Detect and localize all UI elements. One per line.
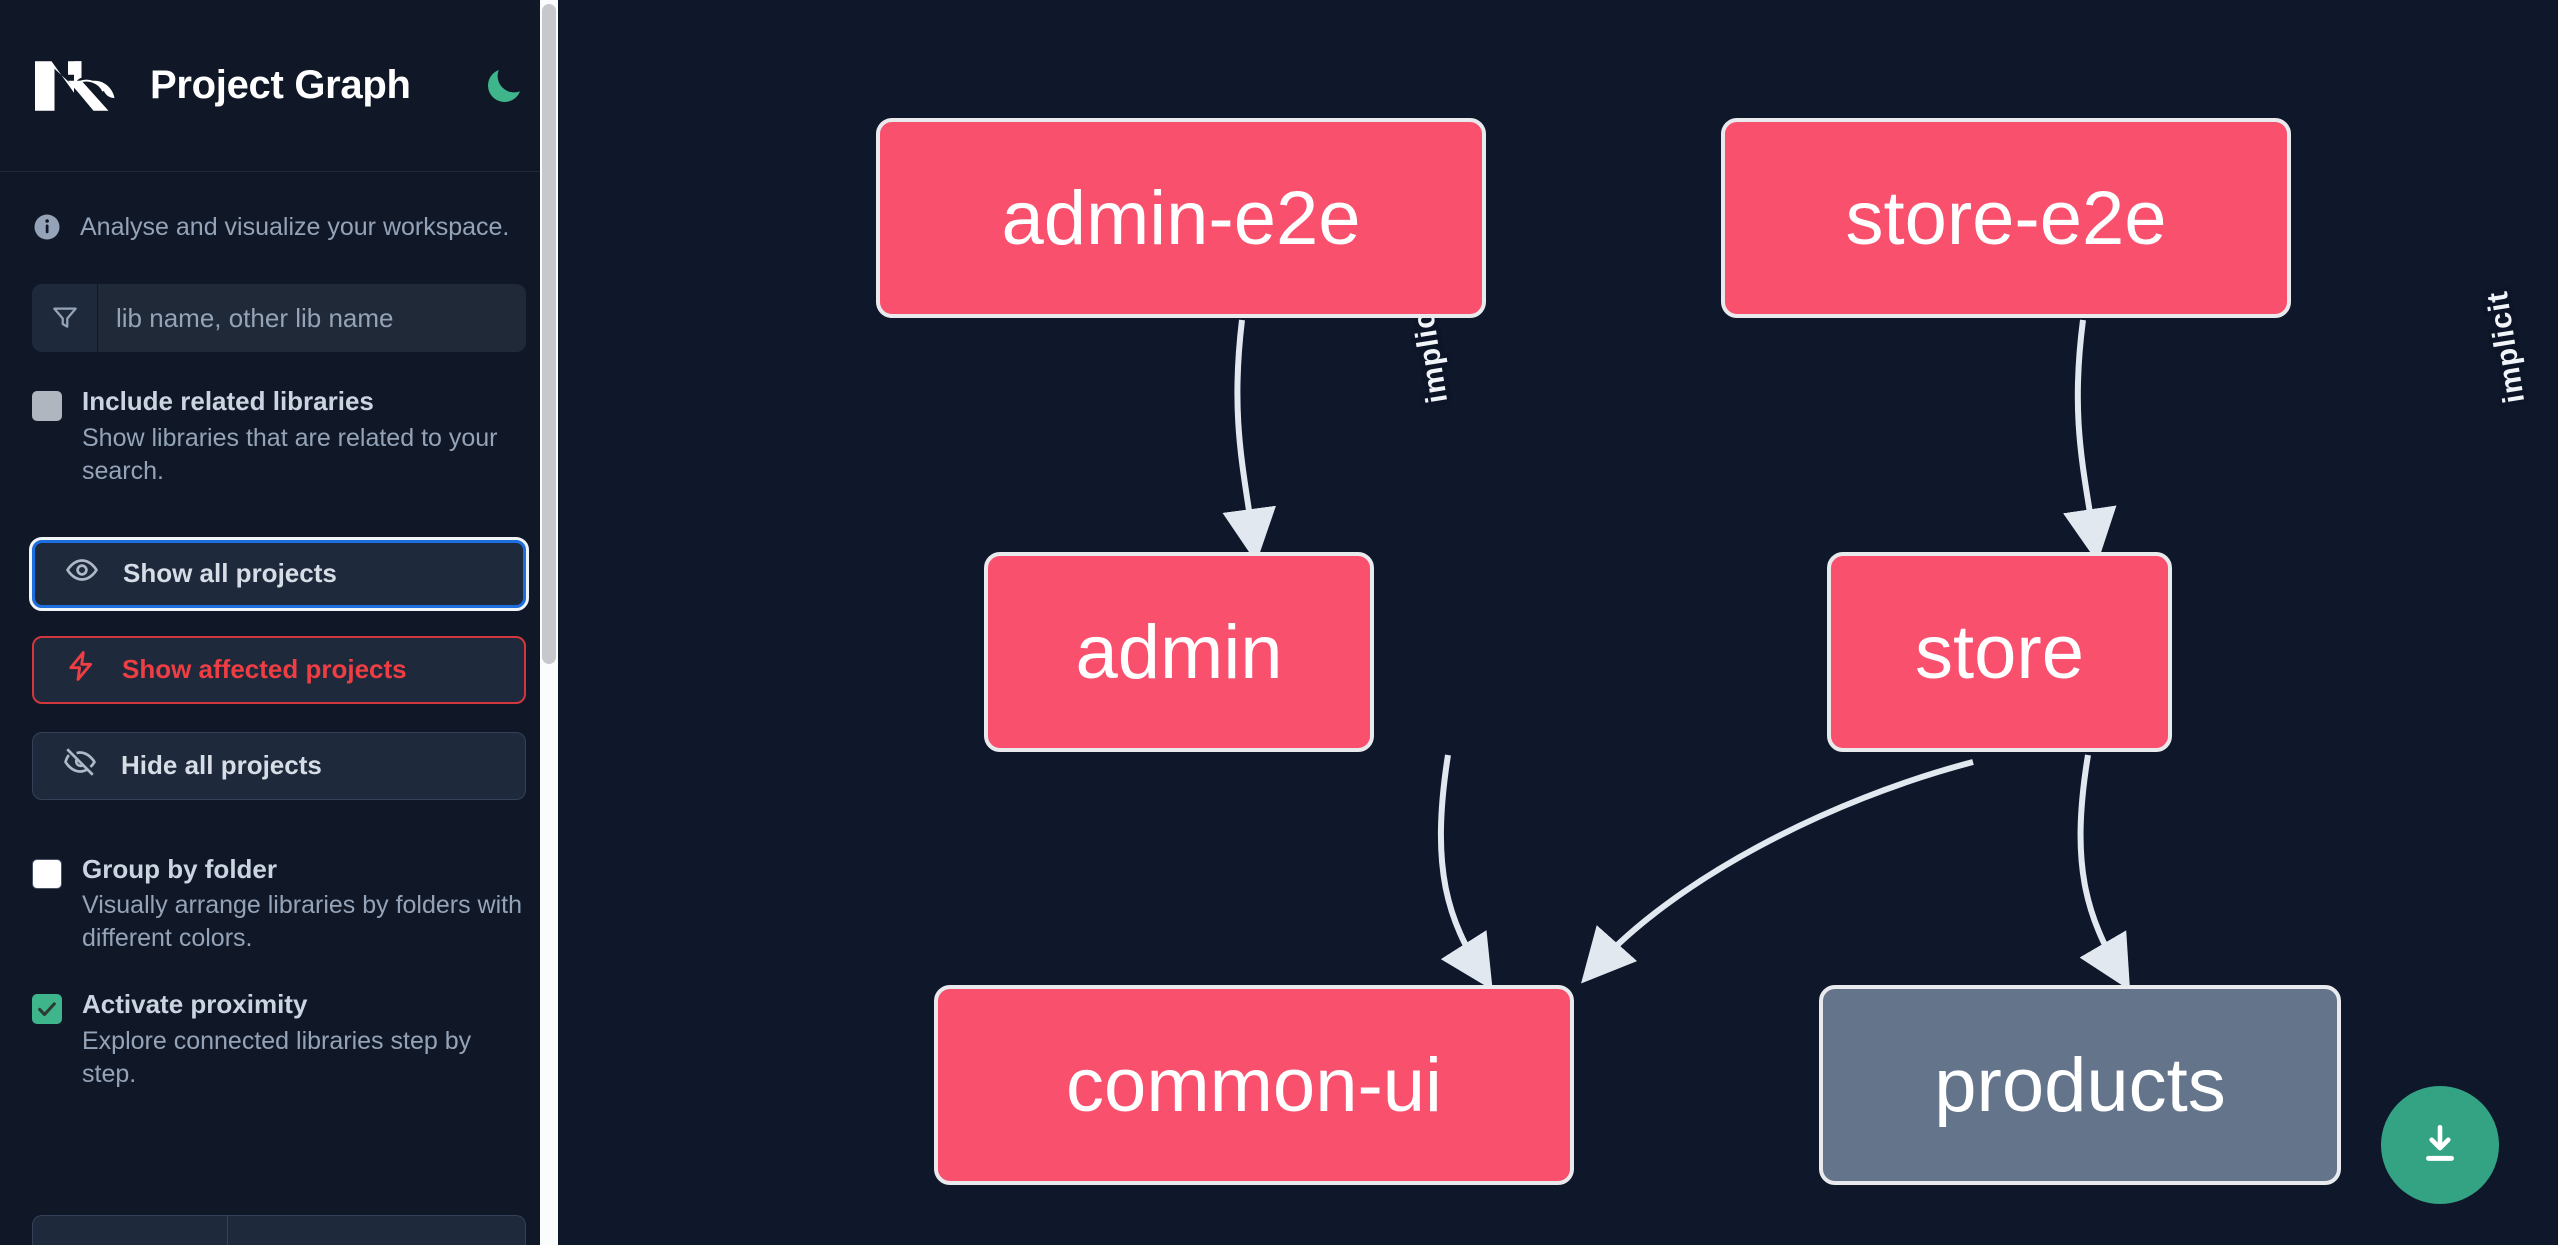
sidebar-tagline: Analyse and visualize your workspace.: [0, 172, 558, 242]
download-graph-button[interactable]: [2381, 1086, 2499, 1204]
nx-logo-icon: [32, 58, 122, 114]
graph-node-label: admin: [1075, 609, 1283, 695]
option-group-by-folder[interactable]: Group by folder Visually arrange librari…: [0, 854, 558, 956]
edge-admin-e2e-admin: [1222, 319, 1277, 563]
option-description: Show libraries that are related to your …: [82, 423, 498, 485]
show-all-projects-label: Show all projects: [123, 558, 337, 589]
activate-proximity-checkbox[interactable]: [32, 994, 62, 1025]
option-include-related-libraries[interactable]: Include related libraries Show libraries…: [0, 386, 558, 488]
graph-canvas[interactable]: implicit implicit admin-e2e store-e2e ad…: [558, 0, 2558, 1245]
hide-all-projects-button[interactable]: Hide all projects: [32, 731, 526, 800]
group-by-folder-checkbox[interactable]: [32, 858, 62, 889]
bolt-icon: [64, 649, 98, 690]
graph-node-label: admin-e2e: [1001, 175, 1361, 261]
sidebar-header: Project Graph: [0, 0, 558, 172]
graph-node-store-e2e[interactable]: store-e2e: [1721, 118, 2291, 318]
graph-node-label: products: [1934, 1042, 2226, 1128]
graph-node-common-ui[interactable]: common-ui: [934, 985, 1574, 1185]
download-icon: [2426, 1125, 2454, 1161]
graph-node-products[interactable]: products: [1819, 985, 2341, 1185]
option-title: Include related libraries: [82, 386, 374, 416]
edge-store-common-ui: [1581, 759, 1974, 984]
eye-icon: [65, 553, 99, 594]
sidebar-scrollbar-thumb[interactable]: [542, 4, 556, 664]
show-all-projects-button[interactable]: Show all projects: [29, 536, 529, 611]
filter-icon: [32, 284, 98, 352]
option-description: Visually arrange libraries by folders wi…: [82, 891, 523, 953]
option-title: Activate proximity: [82, 989, 308, 1020]
sidebar-bottom-panel[interactable]: [32, 1215, 526, 1245]
page-title: Project Graph: [150, 63, 411, 107]
show-affected-projects-button[interactable]: Show affected projects: [32, 635, 526, 704]
info-icon: [32, 212, 62, 242]
graph-node-label: store: [1915, 609, 2084, 695]
edge-store-e2e-store: [2063, 319, 2117, 563]
eye-off-icon: [63, 745, 97, 786]
option-description: Explore connected libraries step by step…: [82, 1027, 472, 1089]
option-activate-proximity[interactable]: Activate proximity Explore connected lib…: [0, 989, 558, 1091]
graph-edges: [1222, 319, 2131, 991]
graph-node-store[interactable]: store: [1827, 552, 2172, 752]
graph-node-label: store-e2e: [1845, 175, 2167, 261]
graph-node-admin[interactable]: admin: [984, 552, 1374, 752]
graph-node-label: common-ui: [1066, 1042, 1442, 1128]
projects-button-group: Show all projects Show affected projects: [0, 536, 558, 800]
graph-node-admin-e2e[interactable]: admin-e2e: [876, 118, 1486, 318]
sidebar: Project Graph Analyse and visualize your…: [0, 0, 558, 1245]
moon-icon[interactable]: [482, 64, 526, 108]
show-affected-projects-label: Show affected projects: [122, 654, 407, 685]
option-title: Group by folder: [82, 853, 277, 884]
sidebar-tagline-text: Analyse and visualize your workspace.: [80, 212, 510, 241]
include-related-libraries-checkbox[interactable]: [32, 391, 62, 421]
edge-store-products: [2077, 754, 2131, 991]
hide-all-projects-label: Hide all projects: [121, 750, 322, 781]
search-field[interactable]: [32, 284, 526, 352]
search-input[interactable]: [98, 284, 526, 352]
edge-admin-common-ui: [1437, 754, 1493, 991]
sidebar-scrollbar[interactable]: [540, 0, 558, 1245]
